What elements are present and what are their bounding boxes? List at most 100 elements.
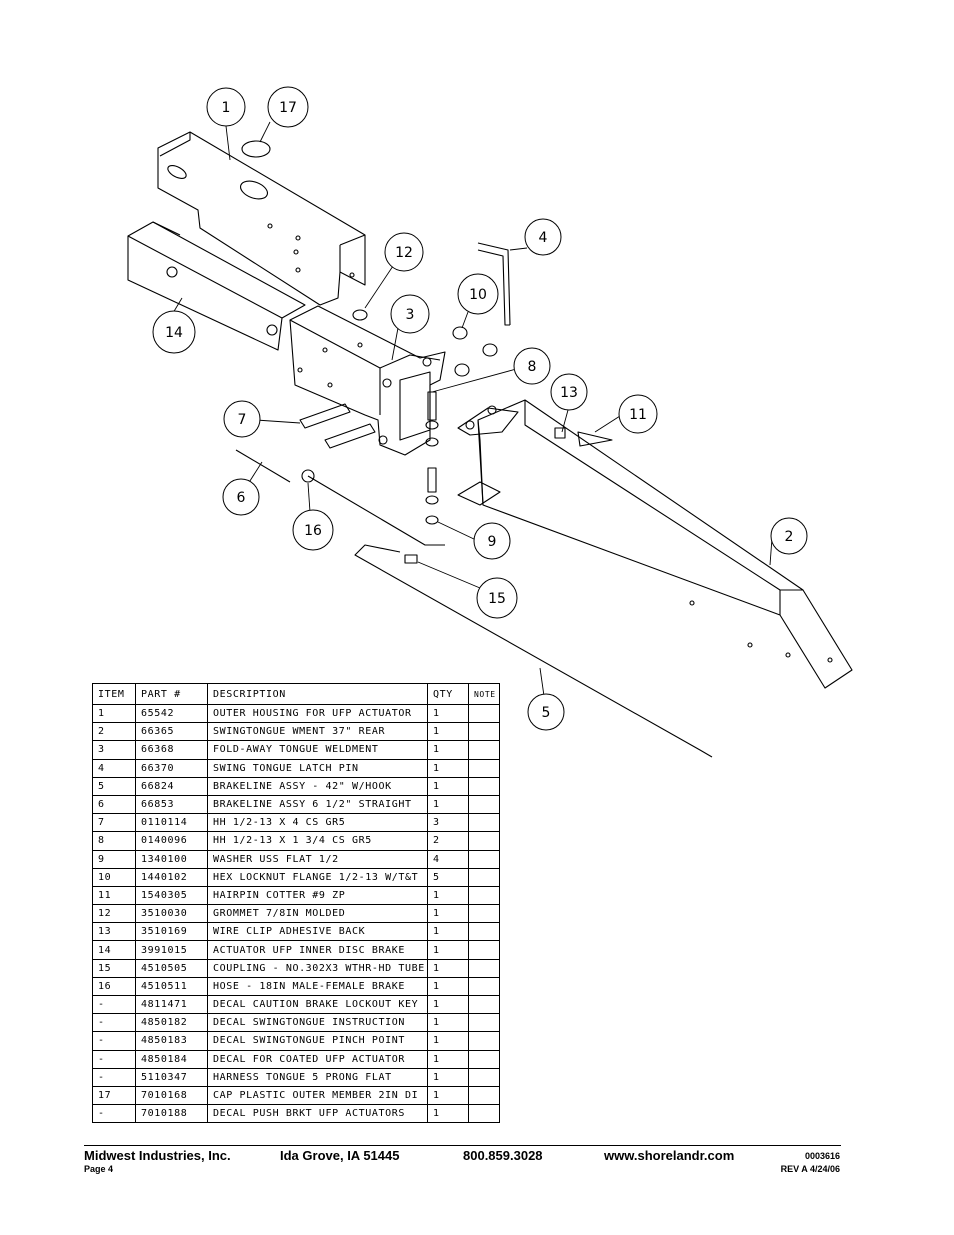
cell-note xyxy=(468,922,500,942)
part-hose xyxy=(307,475,445,546)
cell-note xyxy=(468,940,500,960)
callout: 16 xyxy=(304,523,322,539)
cell-qty: 1 xyxy=(427,1031,469,1051)
cell-qty: 1 xyxy=(427,940,469,960)
cell-part-number: 4850182 xyxy=(135,1013,208,1033)
part-outer-housing xyxy=(157,131,366,306)
callout: 7 xyxy=(238,412,247,428)
cell-note xyxy=(468,1031,500,1051)
cell-qty: 1 xyxy=(427,1049,469,1069)
cell-description: SWINGTONGUE WMENT 37" REAR xyxy=(207,722,428,742)
cell-part-number: 66824 xyxy=(135,776,208,796)
cell-description: DECAL PUSH BRKT UFP ACTUATORS xyxy=(207,1104,428,1124)
part-long-bolts xyxy=(299,403,376,449)
cell-part-number: 4850184 xyxy=(135,1049,208,1069)
cell-note xyxy=(468,904,500,924)
cell-note xyxy=(468,831,500,851)
cell-note xyxy=(468,1049,500,1069)
callout: 17 xyxy=(279,100,297,116)
cell-qty: 1 xyxy=(427,958,469,978)
callout: 8 xyxy=(528,359,537,375)
cell-item: - xyxy=(92,1067,136,1087)
callout: 6 xyxy=(237,490,246,506)
cell-part-number: 7010168 xyxy=(135,1085,208,1106)
cell-qty: 3 xyxy=(427,813,469,833)
cell-item: 12 xyxy=(92,904,136,924)
cell-description: BRAKELINE ASSY 6 1/2" STRAIGHT xyxy=(207,794,428,815)
cell-note xyxy=(468,776,500,796)
cell-description: DECAL SWINGTONGUE PINCH POINT xyxy=(207,1031,428,1051)
cell-description: HOSE - 18IN MALE-FEMALE BRAKE xyxy=(207,976,428,997)
cell-description: HAIRPIN COTTER #9 ZP xyxy=(207,885,428,906)
cell-description: CAP PLASTIC OUTER MEMBER 2IN DI xyxy=(207,1085,428,1106)
cell-description: DECAL CAUTION BRAKE LOCKOUT KEY xyxy=(207,994,428,1015)
cell-item: 8 xyxy=(92,831,136,851)
part-washers xyxy=(425,420,439,525)
cell-note xyxy=(468,813,500,833)
footer-company: Midwest Industries, Inc. xyxy=(84,1148,231,1163)
callout: 12 xyxy=(395,245,413,261)
cell-part-number: 65542 xyxy=(135,703,208,724)
footer-web[interactable]: www.shorelandr.com xyxy=(604,1148,735,1163)
cell-part-number: 1540305 xyxy=(135,885,208,906)
footer-phone: 800.859.3028 xyxy=(463,1148,543,1163)
cell-part-number: 66370 xyxy=(135,758,208,778)
cell-description: HH 1/2-13 X 1 3/4 CS GR5 xyxy=(207,831,428,851)
cell-part-number: 0110114 xyxy=(135,813,208,833)
cell-qty: 2 xyxy=(427,831,469,851)
cell-qty: 1 xyxy=(427,776,469,796)
cell-item: 11 xyxy=(92,885,136,906)
callout: 14 xyxy=(165,325,183,341)
cell-description: BRAKELINE ASSY - 42" W/HOOK xyxy=(207,776,428,796)
part-hairpin-cotter xyxy=(577,431,613,447)
cell-description: HH 1/2-13 X 4 CS GR5 xyxy=(207,813,428,833)
cell-item: 14 xyxy=(92,940,136,960)
cell-part-number: 3510169 xyxy=(135,922,208,942)
cell-qty: 1 xyxy=(427,885,469,906)
leader-lines xyxy=(169,121,773,697)
part-fold-away-tongue xyxy=(289,305,446,456)
cell-note xyxy=(468,758,500,778)
cell-note xyxy=(468,740,500,760)
part-swingtongue-rear xyxy=(457,399,853,689)
cell-item: 13 xyxy=(92,922,136,942)
cell-item: 4 xyxy=(92,758,136,778)
cell-note xyxy=(468,1104,500,1124)
cell-qty: 1 xyxy=(427,1013,469,1033)
cell-description: SWING TONGUE LATCH PIN xyxy=(207,758,428,778)
cell-item: 7 xyxy=(92,813,136,833)
cell-item: 6 xyxy=(92,794,136,815)
callout: 2 xyxy=(785,529,794,545)
cell-item: - xyxy=(92,1104,136,1124)
cell-item: 17 xyxy=(92,1085,136,1106)
part-short-bolts xyxy=(427,391,437,493)
cell-qty: 5 xyxy=(427,867,469,887)
callout: 4 xyxy=(539,230,548,246)
cell-item: - xyxy=(92,1013,136,1033)
callout: 10 xyxy=(469,287,487,303)
callout: 15 xyxy=(488,591,506,607)
cell-note xyxy=(468,994,500,1015)
cell-note xyxy=(468,976,500,997)
cell-description: WASHER USS FLAT 1/2 xyxy=(207,849,428,869)
callout-labels: 1 17 12 4 10 3 14 8 13 11 7 6 16 9 2 15 … xyxy=(165,100,793,721)
cell-note xyxy=(468,722,500,742)
cell-description: WIRE CLIP ADHESIVE BACK xyxy=(207,922,428,942)
footer-rule xyxy=(84,1145,841,1146)
cell-description: HEX LOCKNUT FLANGE 1/2-13 W/T&T xyxy=(207,867,428,887)
cell-qty: 1 xyxy=(427,740,469,760)
